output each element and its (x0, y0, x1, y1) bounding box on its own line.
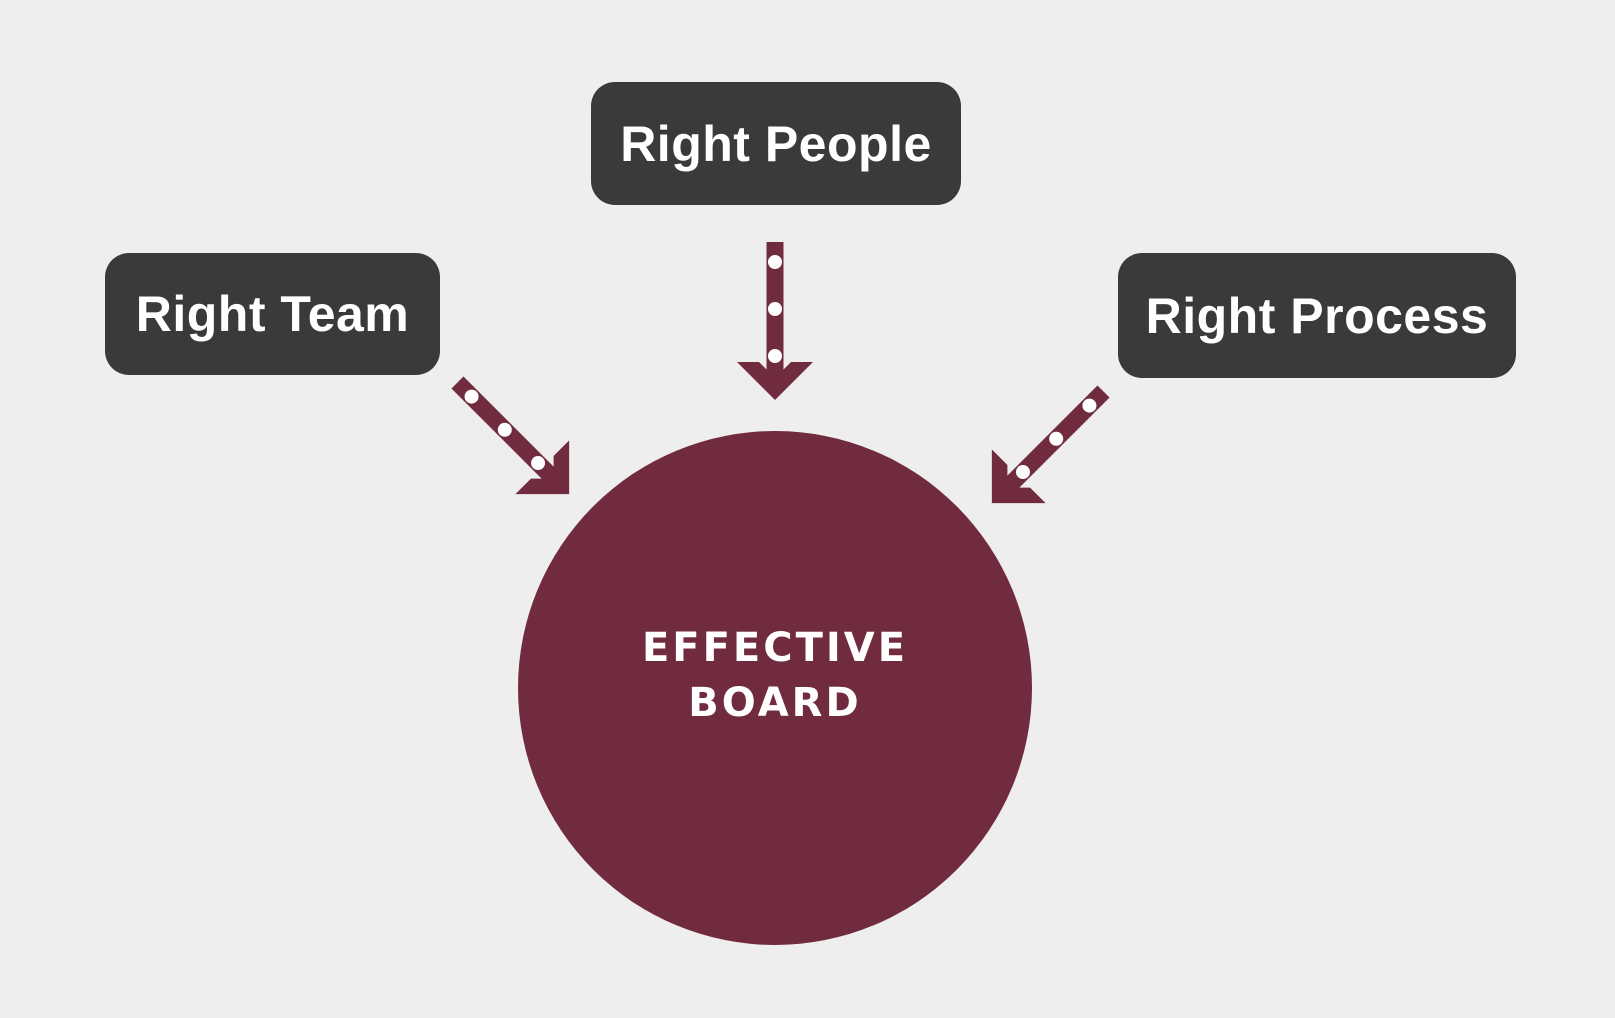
arrow-dot (497, 422, 512, 437)
arrow-head (991, 449, 1046, 504)
arrow-dot (531, 456, 546, 471)
arrow-dot (1082, 398, 1097, 413)
arrow-down-icon (737, 242, 813, 400)
arrow-dot (768, 302, 782, 316)
arrow-dot (1015, 465, 1030, 480)
arrow-head (515, 440, 570, 495)
node-effective-board-label: EFFECTIVE BOARD (641, 624, 909, 726)
node-right-process-label: Right Process (1145, 287, 1489, 344)
node-right-team-label: Right Team (135, 286, 410, 342)
arrow-dot (1049, 431, 1064, 446)
node-right-people-label: Right People (620, 115, 932, 172)
node-effective-board: EFFECTIVE BOARD (518, 431, 1032, 945)
arrow-dot (768, 255, 782, 269)
arrow-dot (464, 389, 479, 404)
node-right-team: Right Team (105, 253, 440, 375)
arrow-head (737, 362, 813, 400)
arrow-down-left-icon (991, 385, 1110, 504)
node-right-process: Right Process (1118, 253, 1516, 378)
arrow-down-right-icon (451, 376, 570, 495)
arrow-dot (768, 349, 782, 363)
node-right-people: Right People (591, 82, 961, 205)
